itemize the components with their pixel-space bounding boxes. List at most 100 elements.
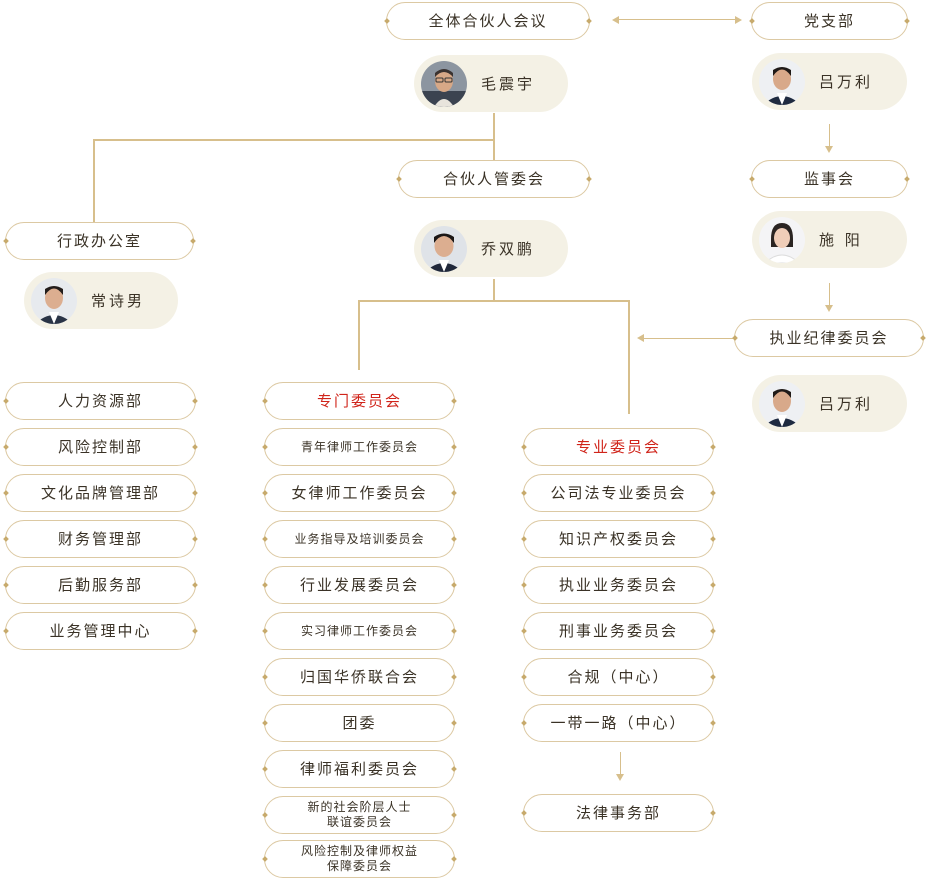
- person-mao: 毛震宇: [414, 55, 568, 112]
- connector-line: [93, 139, 494, 141]
- arrow-right-icon: [735, 16, 742, 24]
- arrow-left-icon: [612, 16, 619, 24]
- node-label: 执业业务委员会: [558, 576, 678, 594]
- node-label: 律师福利委员会: [299, 760, 419, 778]
- professional-committee-item: 知识产权委员会: [521, 520, 716, 558]
- avatar: [759, 380, 805, 427]
- person-name: 常诗男: [91, 292, 146, 310]
- avatar: [421, 60, 467, 107]
- special-committee-item: 女律师工作委员会: [262, 474, 457, 512]
- person-name: 施 阳: [819, 231, 863, 249]
- special-committee-item: 风险控制及律师权益保障委员会: [262, 840, 457, 878]
- professional-committee-item: 刑事业务委员会: [521, 612, 716, 650]
- node-label: 风险控制部: [57, 438, 143, 456]
- arrow-down-icon: [616, 774, 624, 781]
- arrow-down-icon: [825, 305, 833, 312]
- person-lv-discipline: 吕万利: [752, 375, 907, 432]
- professional-committees-header: 专业委员会: [521, 428, 716, 466]
- node-label: 专门委员会: [316, 392, 402, 410]
- connector-line: [493, 113, 495, 161]
- node-label: 青年律师工作委员会: [300, 440, 418, 454]
- connector-line: [93, 139, 95, 223]
- node-label: 一带一路（中心）: [550, 714, 687, 732]
- admin-office-node: 行政办公室: [3, 222, 196, 260]
- node-label: 党支部: [803, 12, 855, 30]
- node-label-line2: 保障委员会: [326, 859, 392, 873]
- person-shi: 施 阳: [752, 211, 907, 268]
- node-label: 刑事业务委员会: [558, 622, 678, 640]
- node-label: 业务管理中心: [49, 622, 152, 640]
- mgmt-committee-node: 合伙人管委会: [396, 160, 592, 198]
- party-branch-node: 党支部: [749, 2, 910, 40]
- node-label: 行业发展委员会: [299, 576, 419, 594]
- connector-line: [829, 283, 830, 307]
- dept-brand: 文化品牌管理部: [3, 474, 198, 512]
- dept-business-mgmt: 业务管理中心: [3, 612, 198, 650]
- connector-line: [617, 19, 737, 20]
- node-label: 法律事务部: [575, 804, 661, 822]
- node-label: 业务指导及培训委员会: [294, 532, 425, 546]
- dept-hr: 人力资源部: [3, 382, 198, 420]
- person-name: 吕万利: [819, 73, 874, 91]
- person-qiao: 乔双鹏: [414, 220, 568, 277]
- node-label-line1: 风险控制及律师权益: [300, 844, 418, 858]
- avatar: [759, 216, 805, 263]
- special-committee-item: 业务指导及培训委员会: [262, 520, 457, 558]
- node-label-line2: 联谊委员会: [326, 815, 392, 829]
- connector-line: [620, 752, 621, 776]
- person-lv-party: 吕万利: [752, 53, 907, 110]
- professional-committee-item: 执业业务委员会: [521, 566, 716, 604]
- node-label: 后勤服务部: [57, 576, 143, 594]
- avatar: [759, 58, 805, 105]
- node-label: 合伙人管委会: [442, 170, 545, 188]
- node-label-line1: 新的社会阶层人士: [307, 800, 412, 814]
- professional-committee-item: 公司法专业委员会: [521, 474, 716, 512]
- person-name: 乔双鹏: [481, 240, 536, 258]
- professional-committee-item: 一带一路（中心）: [521, 704, 716, 742]
- connector-line: [493, 279, 495, 301]
- connector-line: [628, 300, 630, 414]
- special-committee-item: 律师福利委员会: [262, 750, 457, 788]
- node-label: 团委: [342, 714, 377, 732]
- node-label: 知识产权委员会: [558, 530, 678, 548]
- connector-line: [358, 300, 360, 370]
- person-chang: 常诗男: [24, 272, 178, 329]
- node-label: 执业纪律委员会: [769, 329, 889, 347]
- legal-affairs-node: 法律事务部: [521, 794, 716, 832]
- node-label: 实习律师工作委员会: [300, 624, 418, 638]
- dept-logistics: 后勤服务部: [3, 566, 198, 604]
- node-label: 专业委员会: [575, 438, 661, 456]
- partners-meeting-node: 全体合伙人会议: [384, 2, 592, 40]
- arrow-left-icon: [637, 334, 644, 342]
- special-committee-item: 行业发展委员会: [262, 566, 457, 604]
- person-name: 吕万利: [819, 395, 874, 413]
- avatar: [421, 225, 467, 272]
- node-label: 全体合伙人会议: [428, 12, 548, 30]
- connector-line: [829, 124, 830, 148]
- node-label: 归国华侨联合会: [299, 668, 419, 686]
- connector-line: [358, 300, 630, 302]
- special-committee-item: 实习律师工作委员会: [262, 612, 457, 650]
- node-label: 行政办公室: [56, 232, 142, 250]
- node-label: 女律师工作委员会: [291, 484, 428, 502]
- arrow-down-icon: [825, 146, 833, 153]
- discipline-committee-node: 执业纪律委员会: [732, 319, 926, 357]
- special-committee-item: 新的社会阶层人士联谊委员会: [262, 796, 457, 834]
- node-label: 合规（中心）: [567, 668, 670, 686]
- node-label: 文化品牌管理部: [40, 484, 160, 502]
- special-committee-item: 团委: [262, 704, 457, 742]
- node-label: 监事会: [803, 170, 855, 188]
- node-label: 人力资源部: [57, 392, 143, 410]
- special-committee-item: 归国华侨联合会: [262, 658, 457, 696]
- professional-committee-item: 合规（中心）: [521, 658, 716, 696]
- supervisory-board-node: 监事会: [749, 160, 910, 198]
- dept-risk: 风险控制部: [3, 428, 198, 466]
- special-committees-header: 专门委员会: [262, 382, 457, 420]
- avatar: [31, 277, 77, 324]
- dept-finance: 财务管理部: [3, 520, 198, 558]
- person-name: 毛震宇: [481, 75, 536, 93]
- connector-line: [643, 338, 733, 339]
- node-label: 财务管理部: [57, 530, 143, 548]
- special-committee-item: 青年律师工作委员会: [262, 428, 457, 466]
- node-label: 公司法专业委员会: [550, 484, 687, 502]
